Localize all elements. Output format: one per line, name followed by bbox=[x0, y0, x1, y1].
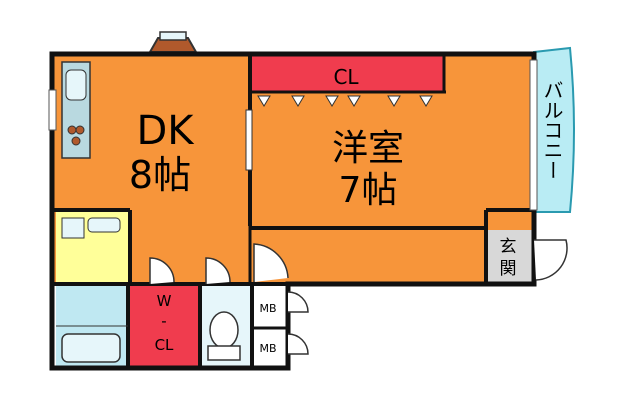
door-washroom bbox=[149, 257, 175, 284]
entrance-label-2: 関 bbox=[500, 259, 517, 279]
entrance-floor bbox=[487, 230, 532, 282]
washbasin-icon bbox=[61, 217, 85, 239]
wcl-label-dash: - bbox=[161, 312, 166, 330]
dk-size-label: 8帖 bbox=[129, 153, 191, 197]
mb-top-label: MB bbox=[259, 302, 276, 315]
bathtub-icon bbox=[61, 333, 121, 363]
door-wcl bbox=[205, 257, 231, 284]
stove-burner-icon bbox=[67, 125, 77, 135]
window-dk-west bbox=[48, 89, 57, 131]
wcl-floor bbox=[130, 286, 200, 366]
western-room-label: 洋室 bbox=[332, 128, 404, 169]
stove-burner-icon bbox=[71, 136, 81, 146]
washing-machine-icon bbox=[87, 217, 121, 233]
door-mb-top bbox=[287, 291, 309, 313]
bay-window-frame bbox=[159, 31, 187, 41]
stove-burner-icon bbox=[75, 125, 85, 135]
closet-doors bbox=[257, 95, 433, 107]
entrance-label-1: 玄 bbox=[500, 237, 517, 257]
wcl-label-w: W bbox=[157, 292, 172, 310]
sliding-door bbox=[245, 109, 253, 171]
toilet-bowl-icon bbox=[209, 311, 239, 349]
mb-top-floor bbox=[252, 286, 284, 328]
door-entrance bbox=[534, 239, 568, 281]
toilet-tank-icon bbox=[207, 345, 241, 361]
kitchen-sink-icon bbox=[65, 69, 87, 101]
mb-bottom-floor bbox=[252, 328, 284, 366]
balcony bbox=[533, 46, 575, 213]
closet-floor bbox=[252, 56, 444, 92]
balcony-label: バルコニー bbox=[540, 80, 564, 180]
dk-label: DK bbox=[136, 108, 195, 154]
western-room-size-label: 7帖 bbox=[339, 170, 398, 211]
window-western-east bbox=[529, 59, 538, 211]
wcl-label-cl: CL bbox=[155, 336, 174, 354]
door-corridor bbox=[253, 243, 289, 282]
door-mb-bottom bbox=[287, 333, 309, 355]
closet-label: CL bbox=[333, 65, 359, 89]
mb-bottom-label: MB bbox=[259, 342, 276, 355]
